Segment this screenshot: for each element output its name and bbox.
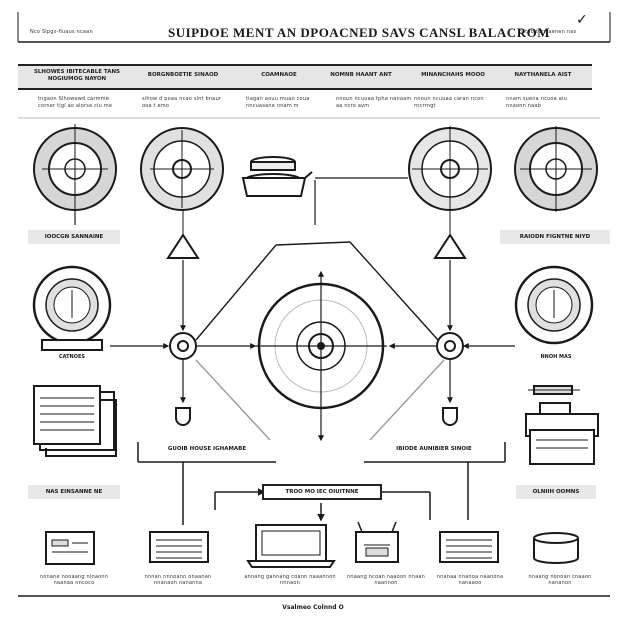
checkmark-icon: ✓ <box>576 12 588 28</box>
ring-gauge-2 <box>140 127 224 211</box>
column-desc-2: sihow d poaa ncao slnt bnaur ooa t emo <box>142 96 222 109</box>
device-icon <box>355 521 399 563</box>
junction-node-left <box>169 332 197 360</box>
junction-node-right <box>436 332 464 360</box>
database-icon <box>533 532 579 564</box>
central-dial <box>255 270 387 442</box>
bottom-caption-2: nnnan nnnoann onaanan nnanaon nananna <box>144 574 212 586</box>
bottom-caption-1: nonane nooaang ninaonn naanaa nncoco <box>39 574 109 586</box>
column-label-6: NAYTHANELA AIST <box>514 72 572 78</box>
column-header-band <box>18 64 592 90</box>
column-label-2: BORGNBOETIE SINAOD <box>147 72 219 78</box>
bottom-caption-4: nnaang ncoan naaoon nnaan naannon <box>346 574 425 586</box>
label-left-bar: GUOIB HOUSE IGHAMABE <box>167 446 247 452</box>
triangle-marker-right <box>433 210 467 259</box>
printer-icon <box>525 385 599 465</box>
column-label-1: SLHOWES IBITECABLE TANS NOGIUMOG NAYON <box>33 69 121 82</box>
column-desc-4: nnoun ncuuaa tpha nanaam aa ncro avm <box>336 96 412 109</box>
ring-gauge-3 <box>408 126 492 212</box>
caption-right-gauge: NNOH MAS <box>540 354 572 360</box>
caption-left-gauge: CATNOES <box>58 354 85 360</box>
side-gauge-right <box>514 265 594 345</box>
form-icon-1 <box>45 531 95 565</box>
bottom-caption-6: nnaang nonoan cnaaon nananon <box>528 574 592 586</box>
tag-right-mid: RAIODN FIGNTNE NIYD <box>500 230 610 244</box>
column-desc-1: tngaon Slhowewd carmme corner tigi ao al… <box>38 96 113 109</box>
center-process-box: TROO MO IEC OIUITNNE <box>262 484 382 500</box>
tag-right-low: OLNIIH OOMNS <box>516 485 596 499</box>
stacked-disc-icon <box>241 156 313 197</box>
column-label-3: COAMNAOE <box>261 72 297 78</box>
tag-left-mid: IOOCGN SANNAINE <box>28 230 120 244</box>
triangle-marker-left <box>166 210 200 259</box>
laptop-icon <box>246 524 336 568</box>
column-desc-5: nnoun ncuuaa caran ncon rncrrngt <box>414 96 484 109</box>
header-right-text: S tob turmaenen nas <box>520 29 577 35</box>
side-gauge-left <box>32 265 112 351</box>
page-title: SUIPDOE MENT AN DPOACNED SAVS CANSL BALA… <box>168 25 550 40</box>
ring-gauge-4 <box>514 126 598 212</box>
column-desc-3: tiagan aouu muao coua nncuasane nnam m <box>246 96 310 109</box>
document-stack-icon <box>33 385 117 457</box>
list-icon-5 <box>439 531 499 563</box>
column-label-5: MINANCHAHS MOOO <box>421 72 485 78</box>
footer-text: Vsalmeo Colnnd O <box>282 604 344 611</box>
probe-icon-right <box>442 407 458 426</box>
bottom-caption-5: nnanaa nnanoa naanona nanaaoo <box>436 574 504 586</box>
ring-gauge-1 <box>33 124 117 214</box>
column-label-4: NOMNB HAANT ANT <box>330 72 392 78</box>
list-icon-2 <box>149 531 209 563</box>
bottom-caption-3: annang gannang coann naaannon nnnaon <box>244 574 336 586</box>
label-right-bar: IBIODE AUNIBIER SINOIE <box>396 446 472 452</box>
column-desc-6: nnam suena ncuoa aiu nnaonn naab <box>506 96 567 109</box>
tag-left-low: NAS EINSANNE NE <box>28 485 120 499</box>
probe-icon-left <box>175 407 191 426</box>
header-left-text: Nco Slpgs-fluaus ncaan <box>30 29 93 35</box>
